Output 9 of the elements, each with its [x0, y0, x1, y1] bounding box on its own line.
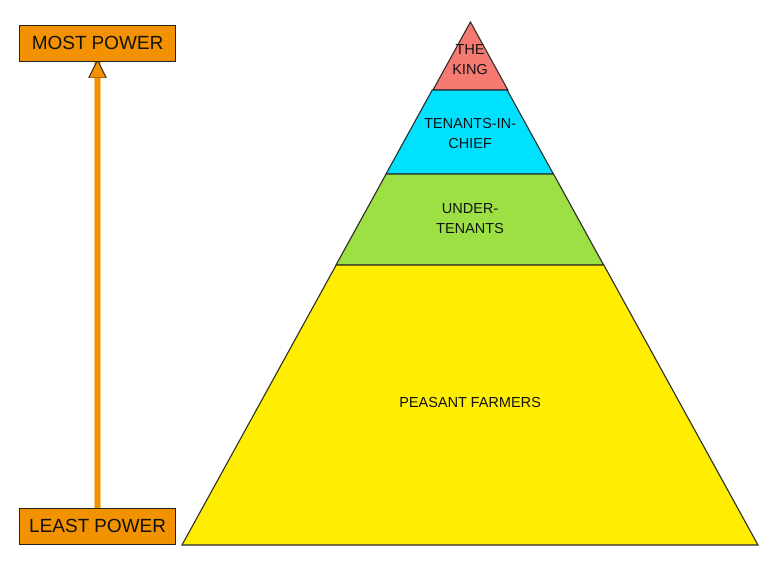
power-label-box: LEAST POWER — [19, 508, 176, 545]
pyramid-tier — [182, 265, 758, 545]
tier-label: TENANTS-IN-CHIEF — [423, 115, 517, 154]
tier-label: THE KING — [451, 41, 489, 80]
arrow — [88, 60, 108, 508]
tier-label: PEASANT FARMERS — [398, 394, 542, 413]
power-label-box: MOST POWER — [19, 25, 176, 62]
tier-label: UNDER-TENANTS — [435, 200, 505, 239]
pyramid-tier — [386, 90, 554, 174]
